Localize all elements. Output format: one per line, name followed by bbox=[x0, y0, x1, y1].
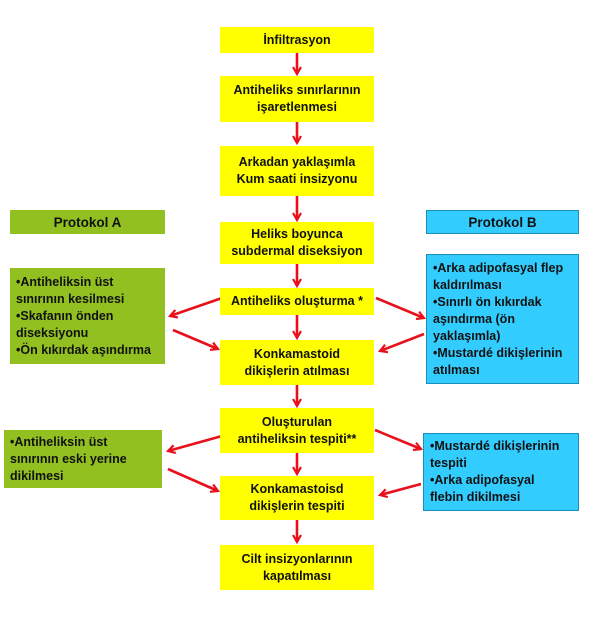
step-label: İnfiltrasyon bbox=[263, 32, 331, 47]
step-conchamastoid-sutures: Konkamastoid dikişlerin atılması bbox=[220, 340, 374, 385]
step-antihelix-marking: Antiheliks sınırlarının işaretlenmesi bbox=[220, 76, 374, 122]
arrow-protocol-a1-s6 bbox=[172, 328, 218, 349]
protocol-b-title: Protokol B bbox=[468, 214, 537, 230]
step-subdermal-dissection: Heliks boyunca subdermal diseksiyon bbox=[220, 222, 374, 264]
protocol-a-steps-2: •Antiheliksin üst sınırının eski yerine … bbox=[10, 434, 127, 483]
protocol-a-title: Protokol A bbox=[53, 214, 122, 230]
arrow-s5-protocol-b1 bbox=[375, 296, 424, 318]
arrow-s7-protocol-a2 bbox=[168, 434, 223, 451]
protocol-b-box-1: •Arka adipofasyal flep kaldırılması •Sın… bbox=[426, 254, 579, 384]
step-antihelix-fixation: Oluşturulan antiheliksin tespiti** bbox=[220, 408, 374, 453]
arrow-protocol-b2-s8 bbox=[380, 482, 422, 495]
arrow-s5-protocol-a1 bbox=[170, 296, 223, 316]
protocol-b-header: Protokol B bbox=[426, 210, 579, 234]
step-label: Oluşturulan antiheliksin tespiti** bbox=[237, 414, 357, 446]
arrow-s7-protocol-b2 bbox=[374, 428, 421, 449]
step-hourglass-incision: Arkadan yaklaşımla Kum saati insizyonu bbox=[220, 146, 374, 196]
protocol-b-box-2: •Mustardé dikişlerinin tespiti •Arka adi… bbox=[423, 433, 579, 511]
protocol-a-steps-1: •Antiheliksin üst sınırının kesilmesi •S… bbox=[16, 274, 151, 357]
step-label: Konkamastoisd dikişlerin tespiti bbox=[249, 482, 345, 513]
step-antihelix-creation: Antiheliks oluşturma * bbox=[220, 288, 374, 315]
step-infiltration: İnfiltrasyon bbox=[220, 27, 374, 53]
arrow-protocol-a2-s8 bbox=[167, 467, 218, 491]
protocol-a-box-1: •Antiheliksin üst sınırının kesilmesi •S… bbox=[10, 268, 165, 364]
protocol-b-steps-1: •Arka adipofasyal flep kaldırılması •Sın… bbox=[433, 260, 564, 377]
step-label: Cilt insizyonlarının kapatılması bbox=[241, 551, 353, 583]
step-label: Antiheliks sınırlarının işaretlenmesi bbox=[233, 83, 361, 114]
protocol-a-box-2: •Antiheliksin üst sınırının eski yerine … bbox=[4, 430, 162, 488]
step-label: Antiheliks oluşturma * bbox=[231, 294, 363, 308]
step-skin-closure: Cilt insizyonlarının kapatılması bbox=[220, 545, 374, 590]
step-label: Heliks boyunca subdermal diseksiyon bbox=[231, 227, 363, 258]
step-label: Konkamastoid dikişlerin atılması bbox=[244, 346, 350, 378]
protocol-a-header: Protokol A bbox=[10, 210, 165, 234]
step-label: Arkadan yaklaşımla Kum saati insizyonu bbox=[236, 155, 358, 186]
protocol-b-steps-2: •Mustardé dikişlerinin tespiti •Arka adi… bbox=[430, 439, 560, 504]
arrow-protocol-b1-s6 bbox=[380, 332, 425, 351]
step-conchamastoid-fixation: Konkamastoisd dikişlerin tespiti bbox=[220, 476, 374, 520]
